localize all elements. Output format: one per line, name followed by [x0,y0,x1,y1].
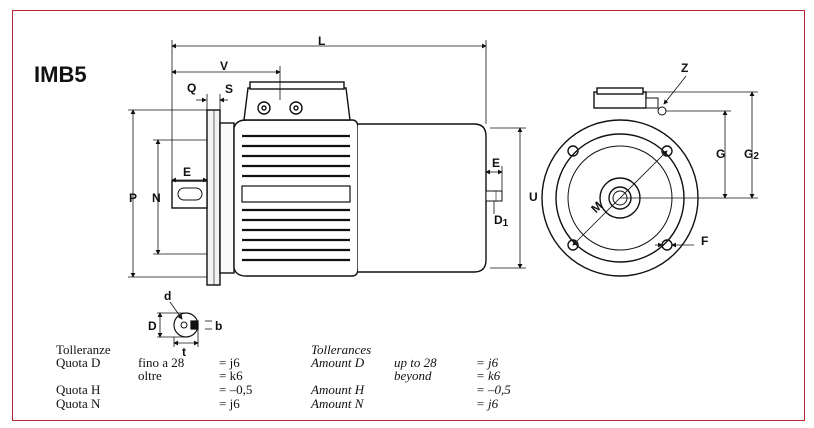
tolerance-value-en-3: = –0,5 [476,382,511,397]
front-view [541,87,699,277]
cooling-fins [242,134,350,262]
drawing-frame [12,10,805,421]
dim-label-N: N [152,191,161,205]
tolerance-heading-it: Tolleranze [56,342,111,357]
dim-label-U: U [529,190,538,204]
tolerance-value-it-2: = k6 [219,368,243,383]
dim-label-E-flange: E [183,165,191,179]
mounting-type-title: IMB5 [34,62,87,87]
dim-label-b: b [215,319,222,333]
shaft-section-detail [173,312,199,338]
tolerance-heading-en: Tollerances [311,342,372,357]
dim-label-L: L [318,34,325,48]
dim-label-D: D [148,319,157,333]
brake-housing [358,123,487,273]
tolerance-range-it-2: oltre [138,368,162,383]
dim-label-G: G [716,147,725,161]
tolerance-value-en-2: = k6 [476,368,501,383]
keyway [190,320,199,330]
dim-label-D1: D1 [494,213,509,229]
dim-label-P: P [129,191,137,205]
tolerance-label-en-4: Amount N [311,396,364,411]
dim-label-Z: Z [681,61,688,75]
side-dimensions [128,40,526,278]
dim-label-G2: G2 [744,147,759,162]
tolerance-label-it-3: Quota H [56,382,101,397]
dim-label-Q: Q [187,81,196,95]
flange [206,109,221,286]
tolerance-range-it-1: fino a 28 [138,355,185,370]
tolerance-value-en-1: = j6 [476,355,499,370]
tolerance-value-it-1: = j6 [219,355,240,370]
terminal-box [243,87,351,121]
tolerance-label-en-1: Amount D [311,355,365,370]
tolerance-value-it-3: = –0,5 [219,382,253,397]
side-view [171,81,503,286]
tolerance-label-en-3: Amount H [311,382,365,397]
tolerance-label-it-1: Quota D [56,355,101,370]
tolerance-range-en-2: beyond [394,368,432,383]
front-dimensions [572,75,758,248]
tolerance-label-it-4: Quota N [56,396,101,411]
tolerance-value-en-4: = j6 [476,396,499,411]
dim-label-E-rear: E [492,156,500,170]
dim-label-S: S [225,82,233,96]
dim-label-d: d [164,289,171,303]
dim-label-t: t [182,345,186,359]
dim-label-F: F [701,234,708,248]
tolerance-value-it-4: = j6 [219,396,240,411]
tolerance-range-en-1: up to 28 [394,355,437,370]
dim-label-V: V [220,59,228,73]
